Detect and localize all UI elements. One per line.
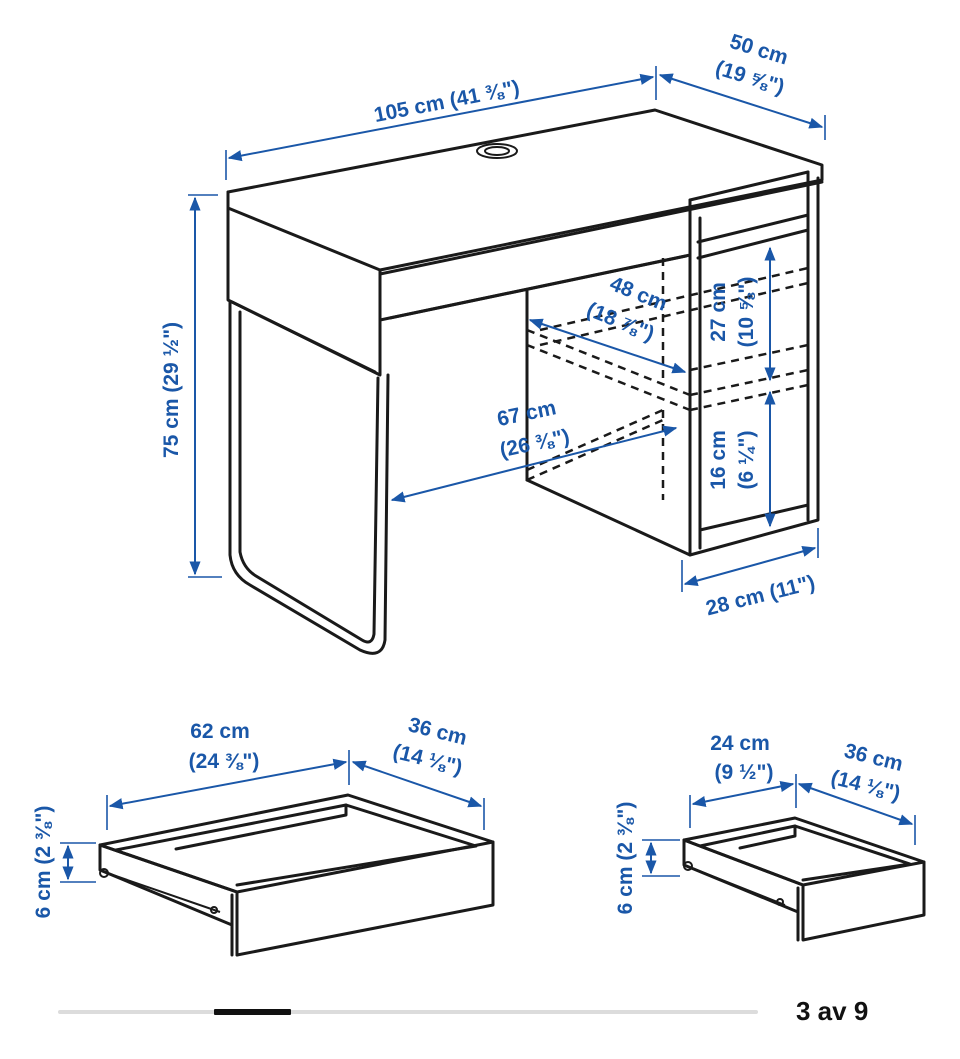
shelf-upper-in-label: (10 ⅝") [735,277,758,348]
large-drawer-width-cm-label: 62 cm [190,720,250,743]
gallery-progress-indicator[interactable] [213,1009,292,1015]
small-drawer-height-label: 6 cm (2 ⅜") [614,802,637,915]
desk-illustration [226,108,824,655]
gallery-progress-bar[interactable] [58,1010,758,1014]
small-drawer-dimension-lines [642,774,916,877]
desk-dimension-lines [188,66,826,592]
shelf-upper-cm-label: 27 cm [707,282,730,342]
large-drawer-height-label: 6 cm (2 ⅜") [32,806,55,919]
desk-height-label: 75 cm (29 ½") [160,322,183,458]
large-drawer-dimension-lines [60,750,485,883]
small-drawer-width-cm-label: 24 cm [710,732,770,755]
desk-dimension-drawing: 105 cm (41 ⅜") 50 cm (19 ⅝") 75 cm (29 ½… [32,30,926,957]
shelf-lower-cm-label: 16 cm [707,430,730,490]
large-drawer-width-in-label: (24 ⅜") [189,750,260,773]
gallery-position-counter: 3 av 9 [796,996,869,1026]
gallery-footer: 3 av 9 [0,990,960,1059]
shelf-lower-in-label: (6 ¼") [735,431,758,490]
small-drawer-width-in-label: (9 ½") [715,761,774,784]
small-drawer-illustration [682,816,926,942]
desk-width-label: 105 cm (41 ⅜") [372,76,521,127]
large-drawer-illustration [98,793,495,957]
cabinet-width-label: 28 cm (11") [704,571,818,620]
